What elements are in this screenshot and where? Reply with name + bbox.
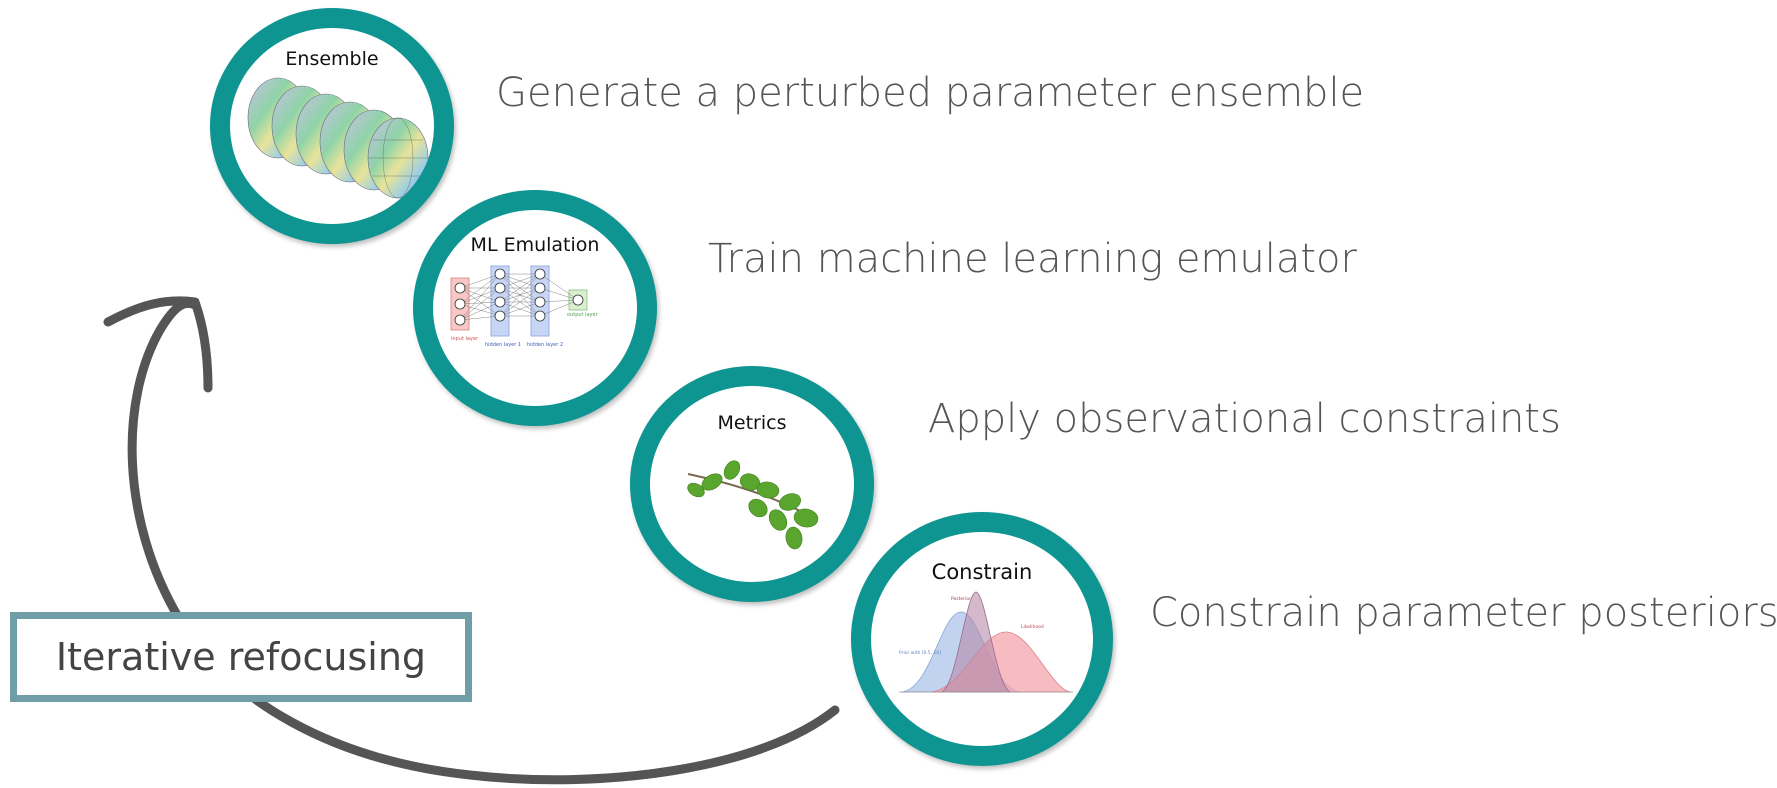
nn-output-label: output layer <box>567 312 599 318</box>
metrics-label: Metrics <box>717 412 787 434</box>
posterior-label: Posterior <box>951 596 971 602</box>
ml-emulation-step-text: Train machine learning emulator <box>708 236 1357 282</box>
ensemble-circle: Ensemble <box>210 8 454 244</box>
ml-emulation-circle: ML Emulation input layer <box>413 190 657 426</box>
distribution-curves-icon: Posterior Likelihood Prior with [0.5, 10… <box>899 591 1073 693</box>
likelihood-label: Likelihood <box>1021 624 1044 630</box>
iterative-refocusing-box: Iterative refocusing <box>10 612 472 702</box>
ensemble-step-text: Generate a perturbed parameter ensemble <box>496 70 1365 116</box>
nn-hidden2-label: hidden layer 2 <box>527 342 563 348</box>
metrics-circle: Metrics <box>630 366 874 602</box>
nn-hidden1-label: hidden layer 1 <box>485 342 521 348</box>
metrics-step-text: Apply observational constraints <box>928 396 1561 442</box>
constrain-label: Constrain <box>931 560 1033 584</box>
constrain-step-text: Constrain parameter posteriors <box>1150 590 1777 636</box>
ensemble-label: Ensemble <box>285 48 379 70</box>
constrain-circle: Constrain Posterior Likelihood Prior wit… <box>851 512 1113 766</box>
globe-ensemble-icon <box>247 77 429 199</box>
nn-input-label: input layer <box>451 336 479 342</box>
ml-emulation-label: ML Emulation <box>470 234 600 256</box>
iterative-refocusing-label: Iterative refocusing <box>55 635 427 679</box>
prior-label: Prior with [0.5, 10] <box>899 650 941 656</box>
leaf-branch-icon <box>687 460 819 550</box>
neural-network-icon: input layer hidden layer 1 hidden layer … <box>450 265 599 348</box>
